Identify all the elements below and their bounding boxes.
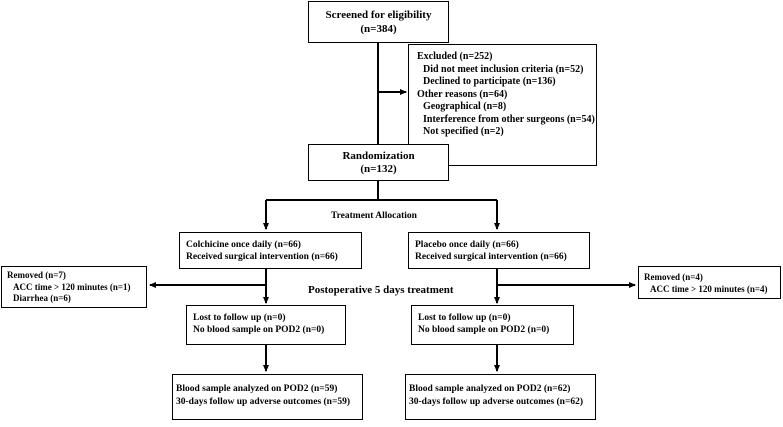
colchicine-30day-outcomes: 30-days follow up adverse outcomes (n=59… xyxy=(176,397,351,407)
placebo-alloc-line1: Placebo once daily (n=66) xyxy=(415,240,519,250)
colchicine-removed-acc: ACC time > 120 minutes (n=1) xyxy=(13,281,131,292)
treatment-allocation-label: Treatment Allocation xyxy=(331,211,417,221)
excluded-declined: Declined to participate (n=136) xyxy=(423,76,556,87)
screened-box: Screened for eligibility (n=384) xyxy=(308,1,449,43)
placebo-removed-acc: ACC time > 120 minutes (n=4) xyxy=(650,284,768,294)
postoperative-label: Postoperative 5 days treatment xyxy=(308,284,454,296)
colchicine-alloc-box: Colchicine once daily (n=66) Received su… xyxy=(179,232,362,269)
colchicine-followup-box: Lost to follow up (n=0) No blood sample … xyxy=(186,305,346,345)
placebo-30day-outcomes: 30-days follow up adverse outcomes (n=62… xyxy=(409,397,584,407)
colchicine-removed-diarrhea: Diarrhea (n=6) xyxy=(13,293,71,303)
screened-count: (n=384) xyxy=(360,23,397,35)
excluded-other: Other reasons (n=64) xyxy=(417,88,508,100)
randomization-title: Randomization xyxy=(342,150,415,162)
placebo-analyzed-box: Blood sample analyzed on POD2 (n=62) 30-… xyxy=(405,374,596,420)
placebo-removed-box: Removed (n=4) ACC time > 120 minutes (n=… xyxy=(638,266,781,299)
placebo-alloc-line2: Received surgical intervention (n=66) xyxy=(415,252,567,262)
randomization-count: (n=132) xyxy=(360,163,397,175)
excluded-not-specified: Not specified (n=2) xyxy=(423,126,504,137)
colchicine-removed-title: Removed (n=7) xyxy=(7,270,66,280)
colchicine-alloc-line2: Received surgical intervention (n=66) xyxy=(186,252,338,262)
randomization-box: Randomization (n=132) xyxy=(308,144,449,181)
colchicine-no-sample: No blood sample on POD2 (n=0) xyxy=(193,325,325,335)
colchicine-lost-followup: Lost to follow up (n=0) xyxy=(193,313,286,323)
screened-title: Screened for eligibility xyxy=(325,9,432,21)
colchicine-removed-box: Removed (n=7) ACC time > 120 minutes (n=… xyxy=(1,266,147,308)
placebo-lost-followup: Lost to follow up (n=0) xyxy=(418,313,511,323)
colchicine-blood-analyzed: Blood sample analyzed on POD2 (n=59) xyxy=(176,384,338,394)
placebo-alloc-box: Placebo once daily (n=66) Received surgi… xyxy=(408,232,590,269)
colchicine-analyzed-box: Blood sample analyzed on POD2 (n=59) 30-… xyxy=(172,374,363,420)
colchicine-alloc-line1: Colchicine once daily (n=66) xyxy=(186,240,301,250)
placebo-no-sample: No blood sample on POD2 (n=0) xyxy=(418,325,550,335)
excluded-geographical: Geographical (n=8) xyxy=(423,101,507,112)
excluded-criteria: Did not meet inclusion criteria (n=52) xyxy=(423,63,584,75)
excluded-title: Excluded (n=252) xyxy=(417,51,493,62)
placebo-blood-analyzed: Blood sample analyzed on POD2 (n=62) xyxy=(409,384,571,394)
placebo-removed-title: Removed (n=4) xyxy=(644,272,703,282)
placebo-followup-box: Lost to follow up (n=0) No blood sample … xyxy=(411,305,574,345)
excluded-interference: Interference from other surgeons (n=54) xyxy=(423,113,595,125)
